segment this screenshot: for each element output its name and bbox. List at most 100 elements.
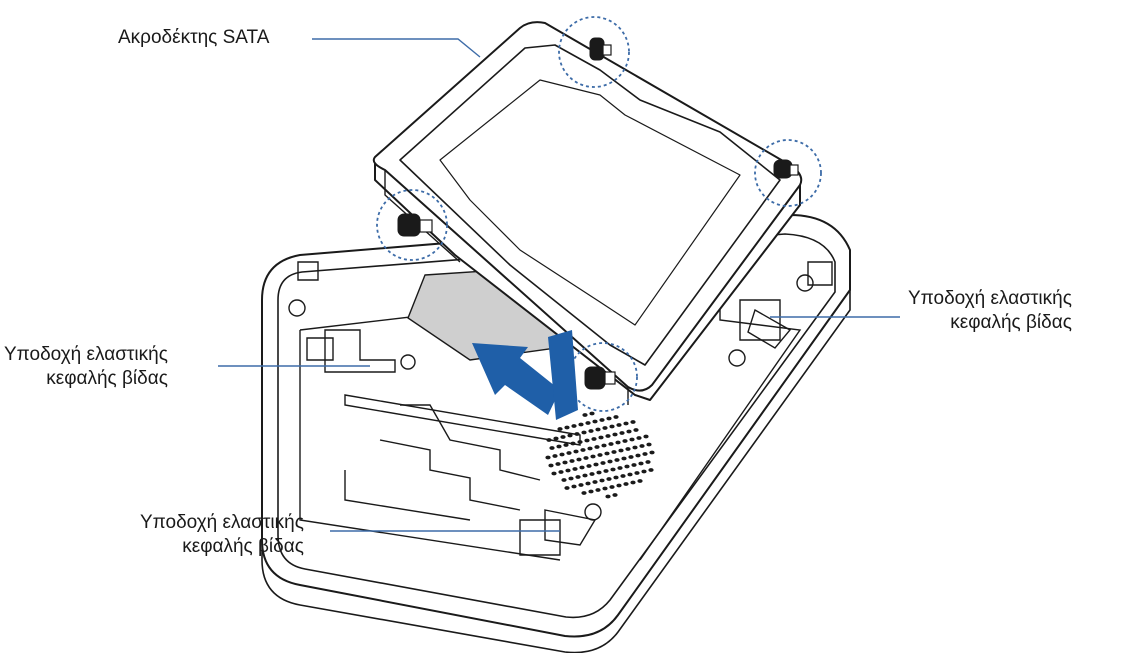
screw-hole: [728, 349, 746, 367]
hdd-label-inner: [439, 79, 741, 326]
label-grommet-bottom: Υποδοχή ελαστικής κεφαλής βίδας: [140, 511, 304, 559]
vent-hole: [646, 442, 652, 447]
vent-hole: [563, 443, 569, 447]
vent-hole: [649, 450, 655, 455]
vent-hole: [610, 467, 616, 472]
vent-grid: [545, 411, 655, 499]
vent-hole: [595, 427, 601, 432]
vent-hole: [578, 422, 584, 427]
screw-right: [773, 159, 799, 179]
vent-hole: [571, 484, 577, 489]
vent-hole: [616, 423, 622, 427]
vent-hole: [623, 482, 629, 486]
vent-hole: [577, 440, 583, 444]
vent-hole: [564, 486, 570, 490]
label-grommet-bottom-line-1: Υποδοχή ελαστικής: [140, 512, 304, 533]
vent-hole: [572, 467, 578, 471]
vent-hole: [595, 488, 601, 492]
vent-hole: [591, 437, 597, 441]
vent-hole: [606, 416, 612, 421]
vent-hole: [604, 451, 610, 456]
vent-hole: [545, 455, 551, 460]
vent-hole: [549, 446, 555, 450]
label-sata-text: Ακροδέκτης SATA: [118, 27, 270, 48]
vent-hole: [626, 429, 632, 434]
vent-hole: [606, 477, 612, 481]
vent-hole: [642, 452, 648, 456]
highlight-circle-bottom: [568, 342, 638, 412]
vent-hole: [613, 475, 619, 480]
vent-hole: [588, 489, 594, 494]
vent-hole: [565, 468, 571, 473]
screw-hole: [796, 274, 814, 292]
vent-hole: [600, 461, 606, 465]
vent-hole: [620, 474, 626, 478]
corner-tab-left: [297, 261, 319, 281]
vent-hole: [631, 463, 637, 467]
vent-hole: [579, 465, 585, 470]
vent-hole: [618, 448, 624, 453]
vent-hole: [611, 450, 617, 454]
vent-hole: [592, 419, 598, 424]
vent-hole: [638, 461, 644, 466]
rail-detail: [400, 404, 541, 481]
vent-hole: [603, 469, 609, 473]
mount-bracket-left: [324, 329, 396, 373]
mount-bracket-right-inner: [747, 308, 792, 349]
vent-hole: [560, 435, 566, 439]
vent-hole: [641, 469, 647, 474]
label-grommet-left-line-1: Υποδοχή ελαστικής: [4, 344, 168, 365]
vent-hole: [630, 420, 636, 424]
vent-hole: [609, 485, 615, 489]
mount-bracket-bottom-inner: [544, 509, 597, 546]
vent-hole: [596, 470, 602, 475]
vent-hole: [575, 475, 581, 479]
highlight-circle-top: [558, 16, 630, 88]
vent-hole: [602, 486, 608, 491]
vent-hole: [566, 451, 572, 455]
vent-hole: [593, 462, 599, 467]
vent-hole: [625, 447, 631, 451]
vent-hole: [586, 464, 592, 468]
vent-hole: [598, 435, 604, 440]
vent-hole: [576, 457, 582, 462]
vent-hole: [590, 454, 596, 459]
vent-hole: [578, 483, 584, 487]
vent-hole: [623, 421, 629, 426]
vent-hole: [601, 443, 607, 448]
corner-tab-bottom-left: [306, 337, 334, 361]
screw-top: [589, 37, 612, 61]
vent-hole: [546, 438, 552, 442]
hdd-label-outline: [399, 44, 781, 366]
vent-hole: [555, 462, 561, 466]
arrow-lower-stroke: [548, 330, 578, 420]
vent-hole: [553, 436, 559, 441]
vent-hole: [612, 493, 618, 497]
vent-hole: [613, 415, 619, 419]
vent-hole: [636, 436, 642, 440]
vent-hole: [568, 476, 574, 481]
vent-hole: [548, 463, 554, 468]
rail-detail-3: [344, 470, 471, 521]
vent-hole: [587, 446, 593, 451]
chassis-inner-edge: [277, 233, 836, 619]
mount-bracket-right: [739, 299, 781, 341]
vent-hole: [557, 427, 563, 431]
vent-hole: [571, 424, 577, 428]
vent-hole: [645, 460, 651, 464]
vent-hole: [609, 424, 615, 429]
vent-hole: [573, 449, 579, 454]
vent-hole: [633, 428, 639, 432]
highlight-circle-right: [754, 139, 822, 207]
vent-hole: [605, 434, 611, 438]
vent-hole: [648, 468, 654, 472]
vent-hole: [628, 455, 634, 459]
vent-hole: [643, 434, 649, 439]
screw-left: [397, 213, 433, 237]
vent-hole: [582, 473, 588, 478]
label-sata-connector: Ακροδέκτης SATA: [118, 26, 269, 50]
label-grommet-right-line-2: κεφαλής βίδας: [950, 312, 1072, 333]
arrow-upper-chevron: [472, 343, 560, 415]
